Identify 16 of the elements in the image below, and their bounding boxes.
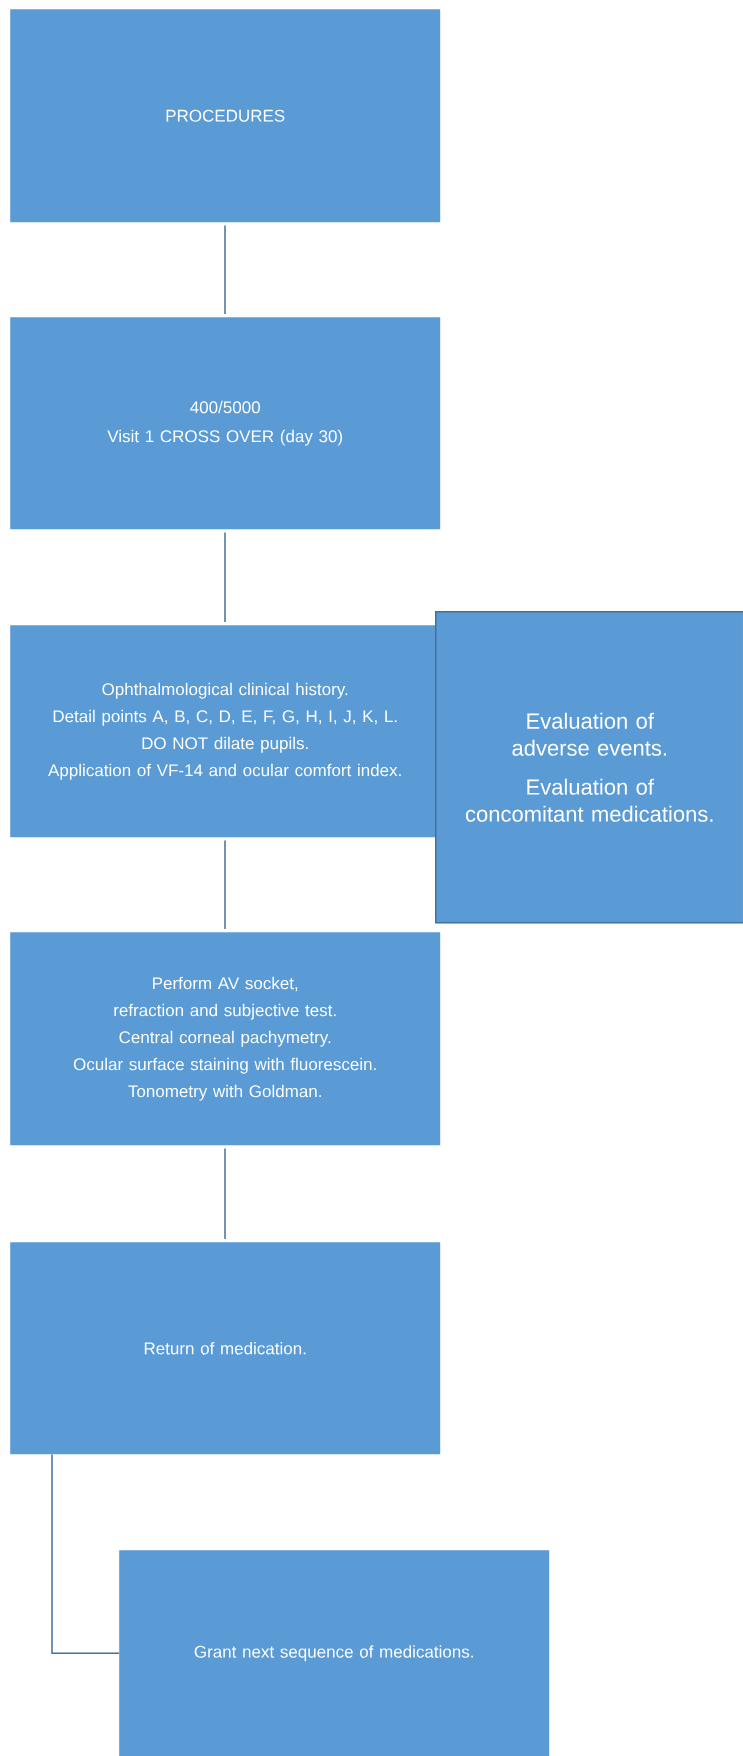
- node-label: Ophthalmological clinical history.: [102, 682, 348, 699]
- connector-line: [224, 1147, 226, 1240]
- connector-line: [51, 1453, 120, 1654]
- connector-line: [224, 531, 226, 623]
- process-box: Ophthalmological clinical history. Detail points A, B, C, D, E, F, G, H, I, J, K, L. DO NOT dilate pupils. Application of VF-14 and ocular comfort index.: [10, 625, 441, 838]
- process-box: Grant next sequence of medications.: [119, 1550, 550, 1756]
- process-box: PROCEDURES: [10, 9, 441, 223]
- process-box: Evaluation of adverse events. Evaluation of concomitant medications.: [435, 611, 743, 924]
- node-label: Detail points A, B, C, D, E, F, G, H, I, J, K, L.: [53, 709, 397, 726]
- process-box: Return of medication.: [10, 1242, 441, 1455]
- process-box: 400/5000 Visit 1 CROSS OVER (day 30): [10, 317, 441, 530]
- node-label: DO NOT dilate pupils.: [142, 736, 308, 753]
- connector-line: [224, 839, 226, 930]
- process-box: Perform AV socket, refraction and subjective test. Central corneal pachymetry. Ocular surface staining with fluorescein. Tonometry with Goldman.: [10, 932, 441, 1146]
- connector-line: [224, 224, 226, 315]
- node-label: Application of VF-14 and ocular comfort index.: [48, 763, 401, 780]
